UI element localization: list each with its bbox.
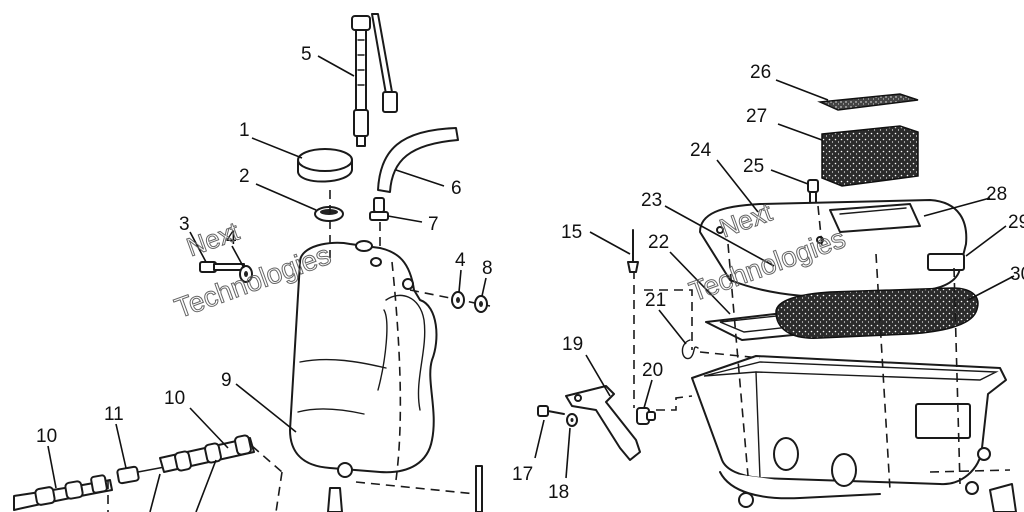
callout-10-left: 10	[36, 426, 57, 447]
callout-8: 8	[482, 258, 493, 279]
pre-filter-pad	[817, 93, 919, 111]
callout-19: 19	[562, 334, 583, 355]
callout-4-left: 4	[226, 228, 237, 249]
callout-3: 3	[179, 214, 190, 235]
callout-4-right: 4	[455, 250, 466, 271]
vent-fitting	[369, 197, 389, 221]
spring-clip	[681, 339, 699, 360]
callout-25: 25	[743, 156, 764, 177]
washer-left	[239, 265, 253, 283]
fuel-tank	[289, 241, 438, 474]
mounting-bracket	[565, 385, 641, 461]
grommet	[636, 407, 656, 425]
nut-right	[474, 295, 488, 313]
cap-gasket	[314, 206, 344, 222]
callout-21: 21	[645, 290, 666, 311]
callout-27: 27	[746, 106, 767, 127]
callout-20: 20	[642, 360, 663, 381]
airbox-base	[691, 355, 1007, 486]
vent-hose	[377, 127, 459, 193]
bolt-left	[199, 261, 245, 273]
callout-2: 2	[239, 166, 250, 187]
foam-filter-block	[821, 125, 919, 187]
long-screw	[627, 229, 639, 273]
callout-28: 28	[986, 184, 1007, 205]
callout-15: 15	[561, 222, 582, 243]
air-box-assembly	[537, 93, 1017, 512]
callout-23: 23	[641, 190, 662, 211]
fuel-gauge-sender	[351, 13, 398, 147]
callout-11: 11	[104, 404, 124, 425]
callout-6: 6	[451, 178, 462, 199]
callout-7: 7	[428, 214, 439, 235]
callout-26: 26	[750, 62, 771, 83]
bracket-bolt	[537, 405, 565, 417]
main-foam-filter	[775, 287, 979, 339]
callout-17: 17	[512, 464, 533, 485]
callout-10-right: 10	[164, 388, 185, 409]
fuel-cap	[297, 148, 353, 183]
callout-29: 29	[1008, 212, 1024, 233]
callout-1: 1	[239, 120, 250, 141]
callout-22: 22	[648, 232, 669, 253]
callouts: 1 2 3 4 5 6 7 4 8 9 10 11 10 15 17 18 19…	[36, 44, 1024, 503]
fuel-tank-assembly	[13, 13, 491, 512]
lid-screw	[807, 179, 819, 205]
leader-lines	[47, 55, 1015, 512]
callout-24: 24	[690, 140, 712, 161]
callout-5: 5	[301, 44, 312, 65]
bracket-washer	[566, 413, 578, 427]
fuel-line-parts	[13, 434, 483, 512]
callout-30: 30	[1010, 264, 1024, 285]
callout-9: 9	[221, 370, 232, 391]
washer-right	[451, 291, 465, 309]
callout-18: 18	[548, 482, 569, 503]
watermark-left-line1: Next	[183, 216, 244, 263]
